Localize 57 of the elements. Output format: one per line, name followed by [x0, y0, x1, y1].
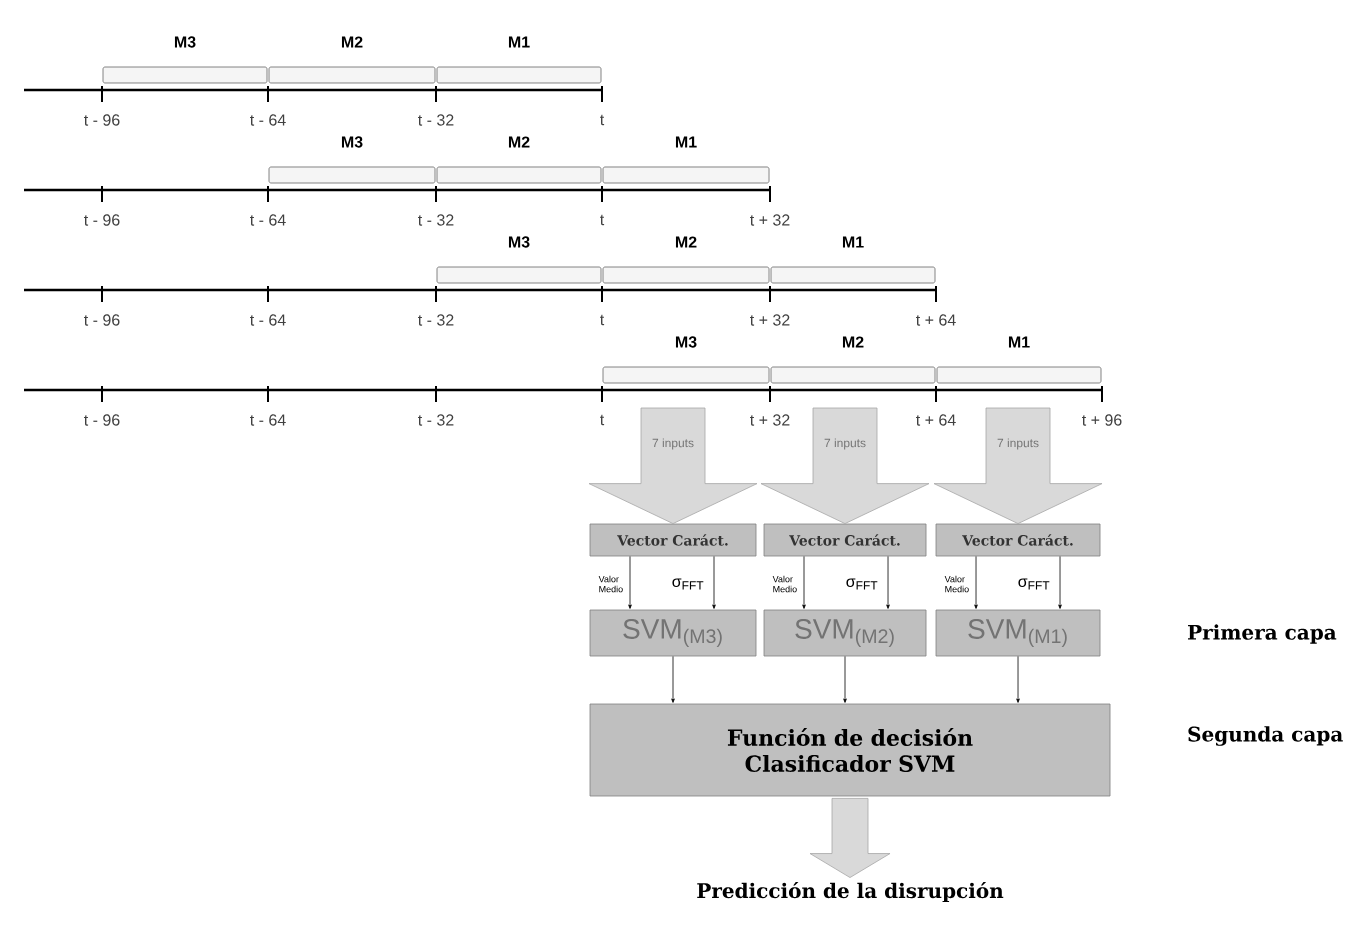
tick-label: t - 32 [418, 414, 454, 426]
edge-label: σ$_{FFT}$ [846, 578, 878, 590]
tick-label: t + 64 [916, 314, 956, 326]
layer-label: Primera capa [1188, 624, 1337, 644]
arrow [1058, 556, 1062, 609]
tick-label: t [600, 214, 605, 226]
arrow [1016, 656, 1020, 703]
tick-label: t [600, 414, 605, 426]
arrow [712, 556, 716, 609]
arrow [628, 556, 632, 609]
tick-label: t - 64 [250, 214, 286, 226]
output-label: Predicción de la disrupción [697, 881, 1004, 903]
tick-label: t + 32 [750, 214, 790, 226]
arrow [802, 556, 806, 609]
edge-label: σ$_{FFT}$ [1018, 578, 1050, 590]
segment-label: M2 [508, 136, 530, 148]
tick-label: t - 96 [84, 214, 120, 226]
segment-label: M2 [842, 336, 864, 348]
tick-label: t - 64 [250, 414, 286, 426]
layer-label: Segunda capa [1188, 726, 1343, 746]
tick-label: t - 96 [84, 414, 120, 426]
tick-label: t + 96 [1082, 414, 1122, 426]
segment-label: M2 [675, 236, 697, 248]
big-arrow [933, 407, 1103, 524]
tick-label: t - 64 [250, 114, 286, 126]
tick-label: t - 32 [418, 114, 454, 126]
tick-label: t - 32 [418, 214, 454, 226]
tick-label: t + 32 [750, 414, 790, 426]
tick-label: t [600, 114, 605, 126]
tick-label: t + 64 [916, 414, 956, 426]
segment-label: M3 [341, 136, 363, 148]
segment-label: M3 [675, 336, 697, 348]
edge-label: σ$_{FFT}$ [672, 578, 704, 590]
segment-label: M3 [174, 36, 196, 48]
segment-label: M1 [1008, 336, 1030, 348]
arrow [886, 556, 890, 609]
tick-label: t - 64 [250, 314, 286, 326]
big-arrow [760, 407, 930, 524]
svm-box: SVM$_{(M3)}$ [589, 609, 757, 657]
segment-label: M1 [675, 136, 697, 148]
svm-box: SVM$_{(M1)}$ [935, 609, 1101, 657]
big-arrow [809, 798, 891, 878]
segment-label: M3 [508, 236, 530, 248]
segment-label: M2 [341, 36, 363, 48]
segment-label: M1 [842, 236, 864, 248]
tick-label: t - 96 [84, 114, 120, 126]
tick-label: t + 32 [750, 314, 790, 326]
arrow [843, 656, 847, 703]
tick-label: t - 96 [84, 314, 120, 326]
big-arrow [588, 407, 758, 524]
tick-label: t - 32 [418, 314, 454, 326]
segment-label: M1 [508, 36, 530, 48]
arrow [974, 556, 978, 609]
classifier-box: Función de decisión Clasificador SVM [589, 703, 1111, 797]
arrow [671, 656, 675, 703]
tick-label: t [600, 314, 605, 326]
svm-box: SVM$_{(M2)}$ [763, 609, 927, 657]
